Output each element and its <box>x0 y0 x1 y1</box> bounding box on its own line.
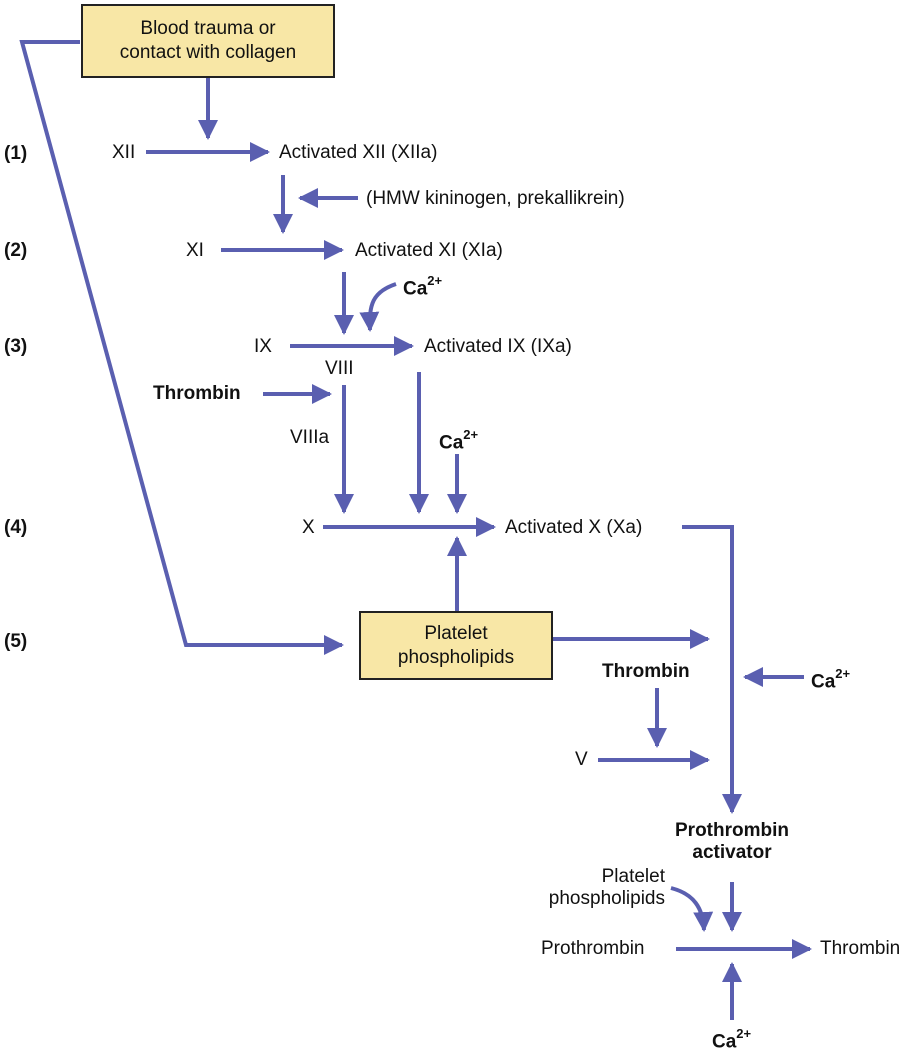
activated-ix-label: Activated IX (IXa) <box>424 336 572 357</box>
factor-xi-label: XI <box>186 240 204 261</box>
calcium-label-final: Ca2+ <box>712 1026 752 1053</box>
arrow-platelet-curve <box>670 886 714 932</box>
prothrombin-label: Prothrombin <box>541 938 645 959</box>
arrow-ca-step3 <box>359 282 397 332</box>
platelet-box-line-1: Platelet <box>424 622 488 644</box>
factor-viiia-label: VIIIa <box>290 427 330 448</box>
arrow-xa-to-activator <box>682 525 742 814</box>
step-label-5: (5) <box>4 631 28 652</box>
prothrombin-activator-line-1: Prothrombin <box>675 820 789 841</box>
calcium-label-step4: Ca2+ <box>439 427 479 454</box>
thrombin-label-v: Thrombin <box>602 661 690 682</box>
activated-xii-label: Activated XII (XIIa) <box>279 142 438 163</box>
step-label-4: (4) <box>4 517 28 538</box>
factor-ix-label: IX <box>254 336 272 357</box>
trauma-box-line-2: contact with collagen <box>119 42 297 63</box>
platelet-phospholipids-box: Platelet phospholipids <box>359 611 553 680</box>
factor-v-label: V <box>575 749 588 770</box>
factor-viii-label: VIII <box>325 358 354 379</box>
calcium-label-step5: Ca2+ <box>811 666 851 693</box>
hmw-kininogen-label: (HMW kininogen, prekallikrein) <box>366 188 625 209</box>
factor-x-label: X <box>302 517 315 538</box>
platelet-phospholipids-line-1: Platelet <box>601 866 665 887</box>
prothrombin-activator-label: Prothrombin activator <box>652 820 812 864</box>
thrombin-product-label: Thrombin <box>820 938 901 959</box>
platelet-phospholipids-label: Platelet phospholipids <box>518 866 665 910</box>
arrow-collagen-to-platelet <box>19 40 344 655</box>
step-label-2: (2) <box>4 240 28 261</box>
thrombin-label-viii: Thrombin <box>153 383 241 404</box>
trauma-box-line-1: Blood trauma or <box>140 18 276 39</box>
calcium-label-step3: Ca2+ <box>403 273 443 300</box>
platelet-box-line-2: phospholipids <box>397 646 515 668</box>
trauma-box: Blood trauma or contact with collagen <box>81 4 335 78</box>
activated-x-label: Activated X (Xa) <box>505 517 643 538</box>
platelet-phospholipids-line-2: phospholipids <box>548 888 665 909</box>
step-label-3: (3) <box>4 336 28 357</box>
step-label-1: (1) <box>4 143 28 164</box>
activated-xi-label: Activated XI (XIa) <box>355 240 503 261</box>
factor-xii-label: XII <box>112 142 136 163</box>
prothrombin-activator-line-2: activator <box>692 842 772 863</box>
